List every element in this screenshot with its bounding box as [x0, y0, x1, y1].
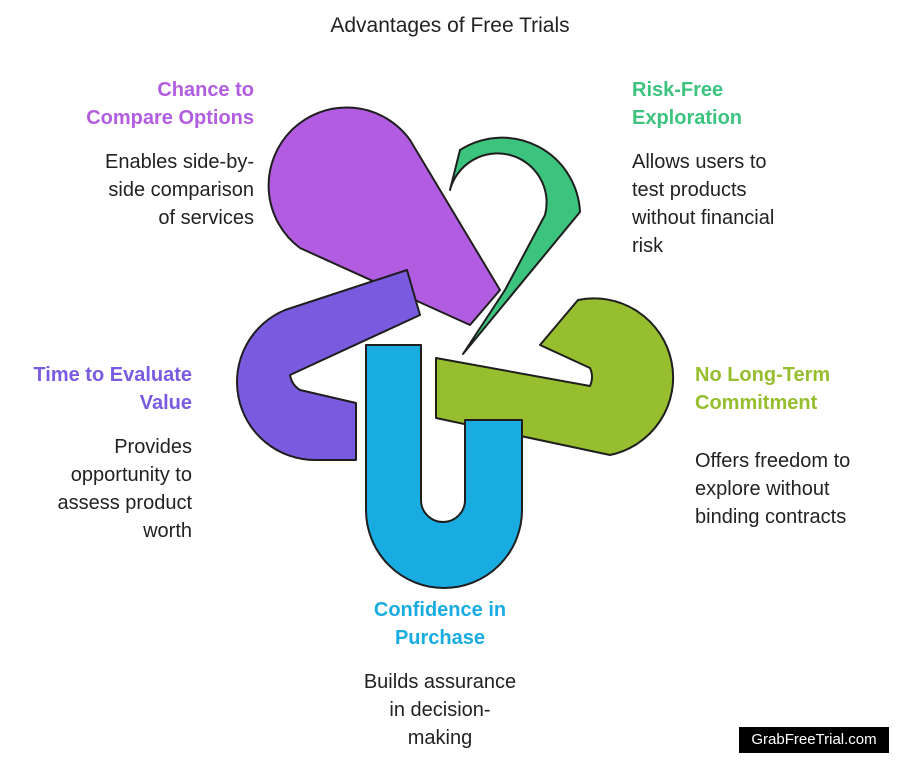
compare-heading-line: Compare Options — [86, 107, 254, 129]
risk-desc-line: test products — [632, 179, 747, 201]
link-time-band — [236, 269, 421, 461]
commitment-desc-line: explore without — [695, 478, 830, 500]
time-heading-line: Value — [139, 392, 192, 414]
time-evaluate-block: Time to Evaluate Value Provides opportun… — [10, 361, 192, 545]
compare-desc-line: Enables side-by- — [105, 151, 254, 173]
link-confidence-band — [365, 344, 523, 589]
confidence-heading-line: Confidence in — [373, 599, 507, 621]
commitment-desc-line: Offers freedom to — [695, 450, 851, 472]
link-commitment — [435, 297, 675, 456]
confidence-desc-line: making — [407, 727, 473, 749]
time-heading-line: Time to Evaluate — [33, 364, 192, 386]
watermark-badge: GrabFreeTrial.com — [739, 727, 889, 753]
time-desc-line: Provides — [114, 436, 192, 458]
risk-desc-line: risk — [632, 235, 664, 257]
time-evaluate-heading: Time to Evaluate Value — [10, 361, 192, 417]
compare-desc-line: side comparison — [108, 179, 254, 201]
compare-desc-line: of services — [158, 207, 254, 229]
no-commitment-block: No Long-Term Commitment Offers freedom t… — [695, 361, 890, 531]
risk-free-block: Risk-Free Exploration Allows users to te… — [632, 76, 862, 260]
commitment-heading-line: No Long-Term — [695, 364, 831, 386]
commitment-heading-line: Commitment — [695, 392, 818, 414]
compare-options-description: Enables side-by- side comparison of serv… — [40, 148, 254, 232]
link-time — [236, 269, 421, 461]
link-risk — [449, 136, 581, 355]
confidence-block: Confidence in Purchase Builds assurance … — [320, 596, 560, 752]
risk-free-description: Allows users to test products without fi… — [632, 148, 862, 260]
commitment-desc-line: binding contracts — [695, 506, 847, 528]
link-risk-band — [449, 136, 581, 355]
compare-options-heading: Chance to Compare Options — [40, 76, 254, 132]
confidence-desc-line: Builds assurance — [363, 671, 517, 693]
no-commitment-description: Offers freedom to explore without bindin… — [695, 447, 890, 531]
diagram-title: Advantages of Free Trials — [330, 14, 570, 37]
time-desc-line: opportunity to — [70, 464, 192, 486]
risk-heading-line: Exploration — [632, 107, 743, 129]
link-compare — [267, 106, 501, 326]
time-desc-line: assess product — [57, 492, 192, 514]
compare-heading-line: Chance to — [157, 79, 254, 101]
risk-desc-line: without financial — [632, 207, 775, 229]
confidence-heading: Confidence in Purchase — [320, 596, 560, 652]
no-commitment-heading: No Long-Term Commitment — [695, 361, 890, 417]
confidence-description: Builds assurance in decision- making — [320, 668, 560, 752]
risk-free-heading: Risk-Free Exploration — [632, 76, 862, 132]
risk-heading-line: Risk-Free — [632, 79, 724, 101]
confidence-heading-line: Purchase — [394, 627, 486, 649]
time-desc-line: worth — [143, 520, 192, 542]
compare-options-block: Chance to Compare Options Enables side-b… — [40, 76, 254, 232]
confidence-desc-line: in decision- — [389, 699, 491, 721]
link-compare-band — [267, 106, 501, 326]
time-evaluate-description: Provides opportunity to assess product w… — [10, 433, 192, 545]
link-commitment-band — [435, 297, 675, 456]
risk-desc-line: Allows users to — [632, 151, 767, 173]
link-confidence — [365, 344, 523, 589]
